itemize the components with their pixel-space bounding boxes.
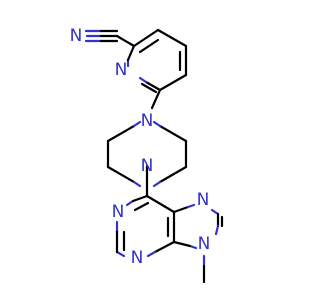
atom-labels: N N N N N N N N (70, 26, 211, 268)
atom-piperazine-n1: N (141, 111, 154, 131)
nitrile-group (84, 29, 136, 48)
atom-purine-n1: N (112, 202, 125, 222)
atom-purine-n3: N (131, 248, 144, 268)
piperazine-ring (106, 120, 188, 188)
molecule-svg: N N N N N N N N (70, 26, 224, 284)
pyridine-ring (126, 28, 188, 94)
atom-nitrile-n: N (70, 26, 83, 46)
atom-pyridine-n: N (115, 60, 128, 80)
pyridine-piperazine-bond (150, 88, 162, 110)
atom-piperazine-n4: N (141, 156, 154, 176)
atom-purine-n7: N (197, 190, 210, 210)
atom-purine-n9: N (198, 234, 211, 254)
purine-pyrimidine-ring (115, 194, 176, 258)
structure-diagram: N N N N N N N N (70, 26, 224, 284)
purine-imidazole-ring (172, 203, 224, 250)
